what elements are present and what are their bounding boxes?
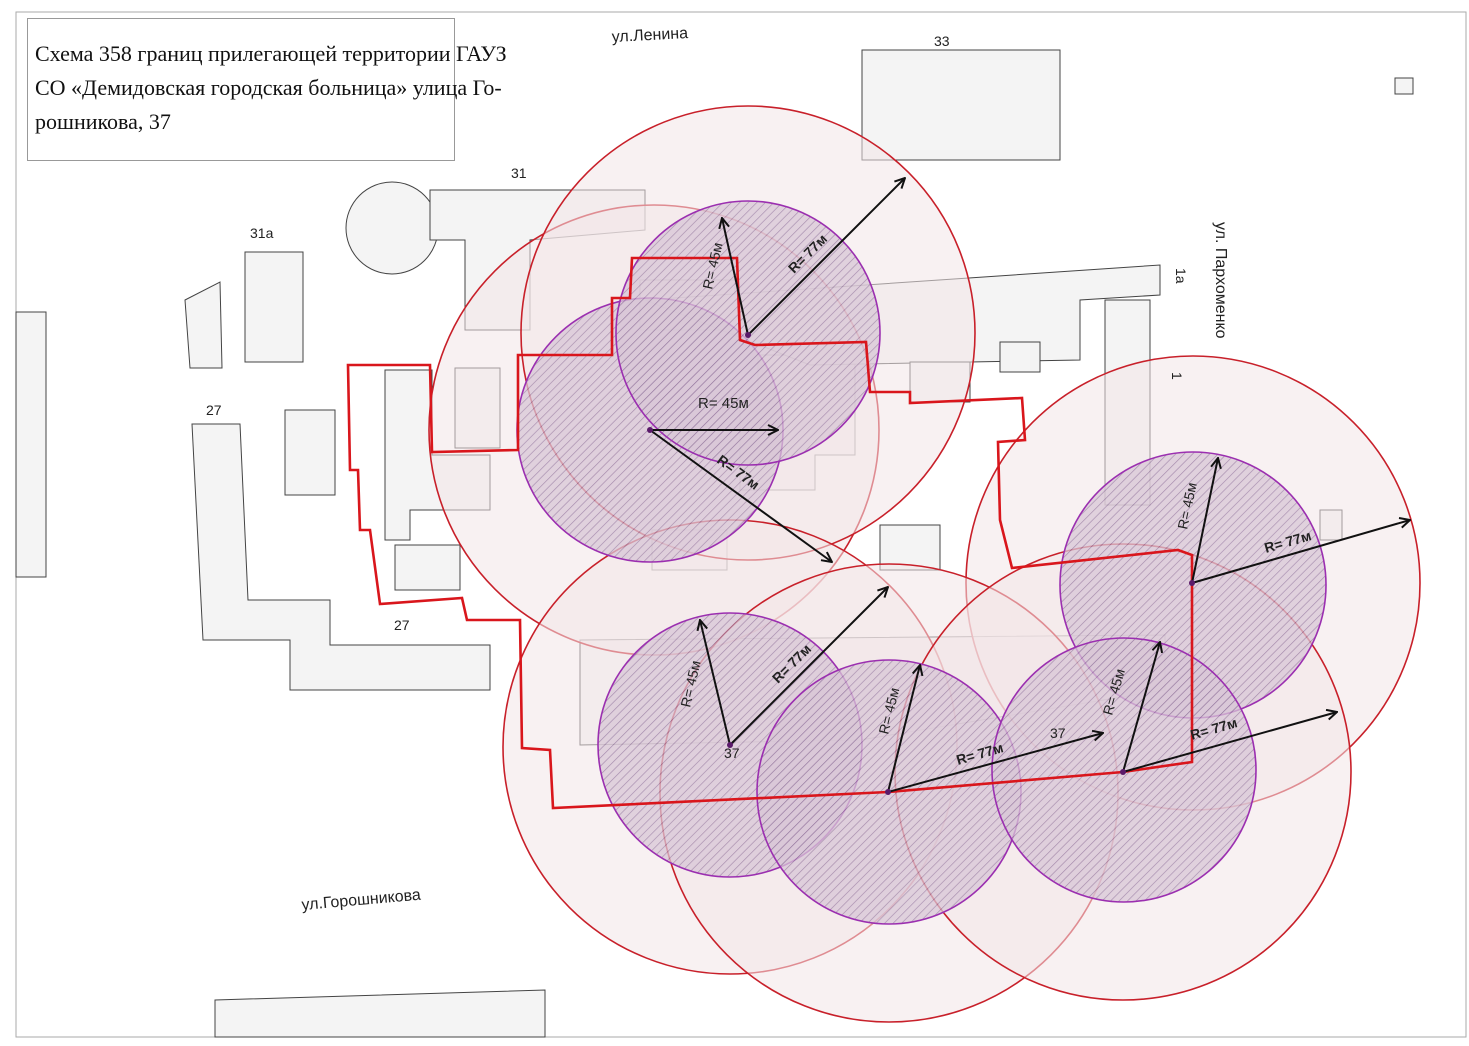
building-31a-annex bbox=[184, 281, 223, 369]
arrow-77-1 bbox=[649, 429, 832, 562]
arrow-45-2 bbox=[722, 218, 749, 336]
building-number: 31 bbox=[511, 165, 527, 181]
arrow-45-6 bbox=[1122, 642, 1160, 773]
building-33 bbox=[861, 49, 1061, 161]
building-west-annex bbox=[394, 544, 461, 591]
arrow-77-5 bbox=[887, 733, 1103, 793]
arrow-77-3 bbox=[1191, 520, 1410, 584]
title-line-1: Схема 358 границ прилегающей территории … bbox=[35, 41, 507, 66]
building-small-3 bbox=[879, 524, 941, 571]
building-bottom bbox=[214, 989, 546, 1038]
building-number: 27 bbox=[394, 617, 410, 633]
title-box: Схема 358 границ прилегающей территории … bbox=[27, 18, 507, 161]
arrow-45-5 bbox=[887, 665, 920, 793]
building-number: 27 bbox=[206, 402, 222, 418]
building-number: 37 bbox=[724, 745, 740, 761]
building-number: 37 bbox=[1050, 725, 1066, 741]
building-31-round bbox=[345, 181, 439, 275]
building-27-small bbox=[284, 409, 336, 496]
building-number: 1а bbox=[1173, 268, 1189, 284]
building-27 bbox=[191, 423, 491, 691]
building-number: 31а bbox=[250, 225, 274, 241]
title-line-2: СО «Демидовская городская больница» улиц… bbox=[35, 75, 502, 100]
building-small-2 bbox=[999, 341, 1041, 373]
territory-boundary bbox=[346, 256, 1194, 810]
arrow-77-4 bbox=[729, 587, 888, 746]
building-number: 33 bbox=[934, 33, 950, 49]
building-numbers: 33 31 31а 27 27 1а 1 37 37 bbox=[206, 33, 1189, 761]
arrow-45-3 bbox=[1191, 458, 1218, 584]
arrow-45-4 bbox=[700, 620, 731, 746]
street-lenina: ул.Ленина bbox=[611, 25, 688, 46]
building-31a bbox=[244, 251, 304, 363]
arrow-77-2 bbox=[747, 178, 905, 336]
title-line-3: рошникова, 37 bbox=[35, 109, 171, 134]
zone-centers bbox=[647, 332, 1195, 795]
building-left-edge bbox=[15, 311, 47, 578]
street-parkhomenko: ул. Пархоменко bbox=[1212, 222, 1229, 339]
radius-label-45: R= 45м bbox=[698, 395, 749, 412]
building-tiny bbox=[1394, 77, 1414, 95]
building-number: 1 bbox=[1169, 372, 1185, 380]
radius-arrows bbox=[649, 178, 1410, 793]
arrow-77-6 bbox=[1122, 712, 1337, 773]
